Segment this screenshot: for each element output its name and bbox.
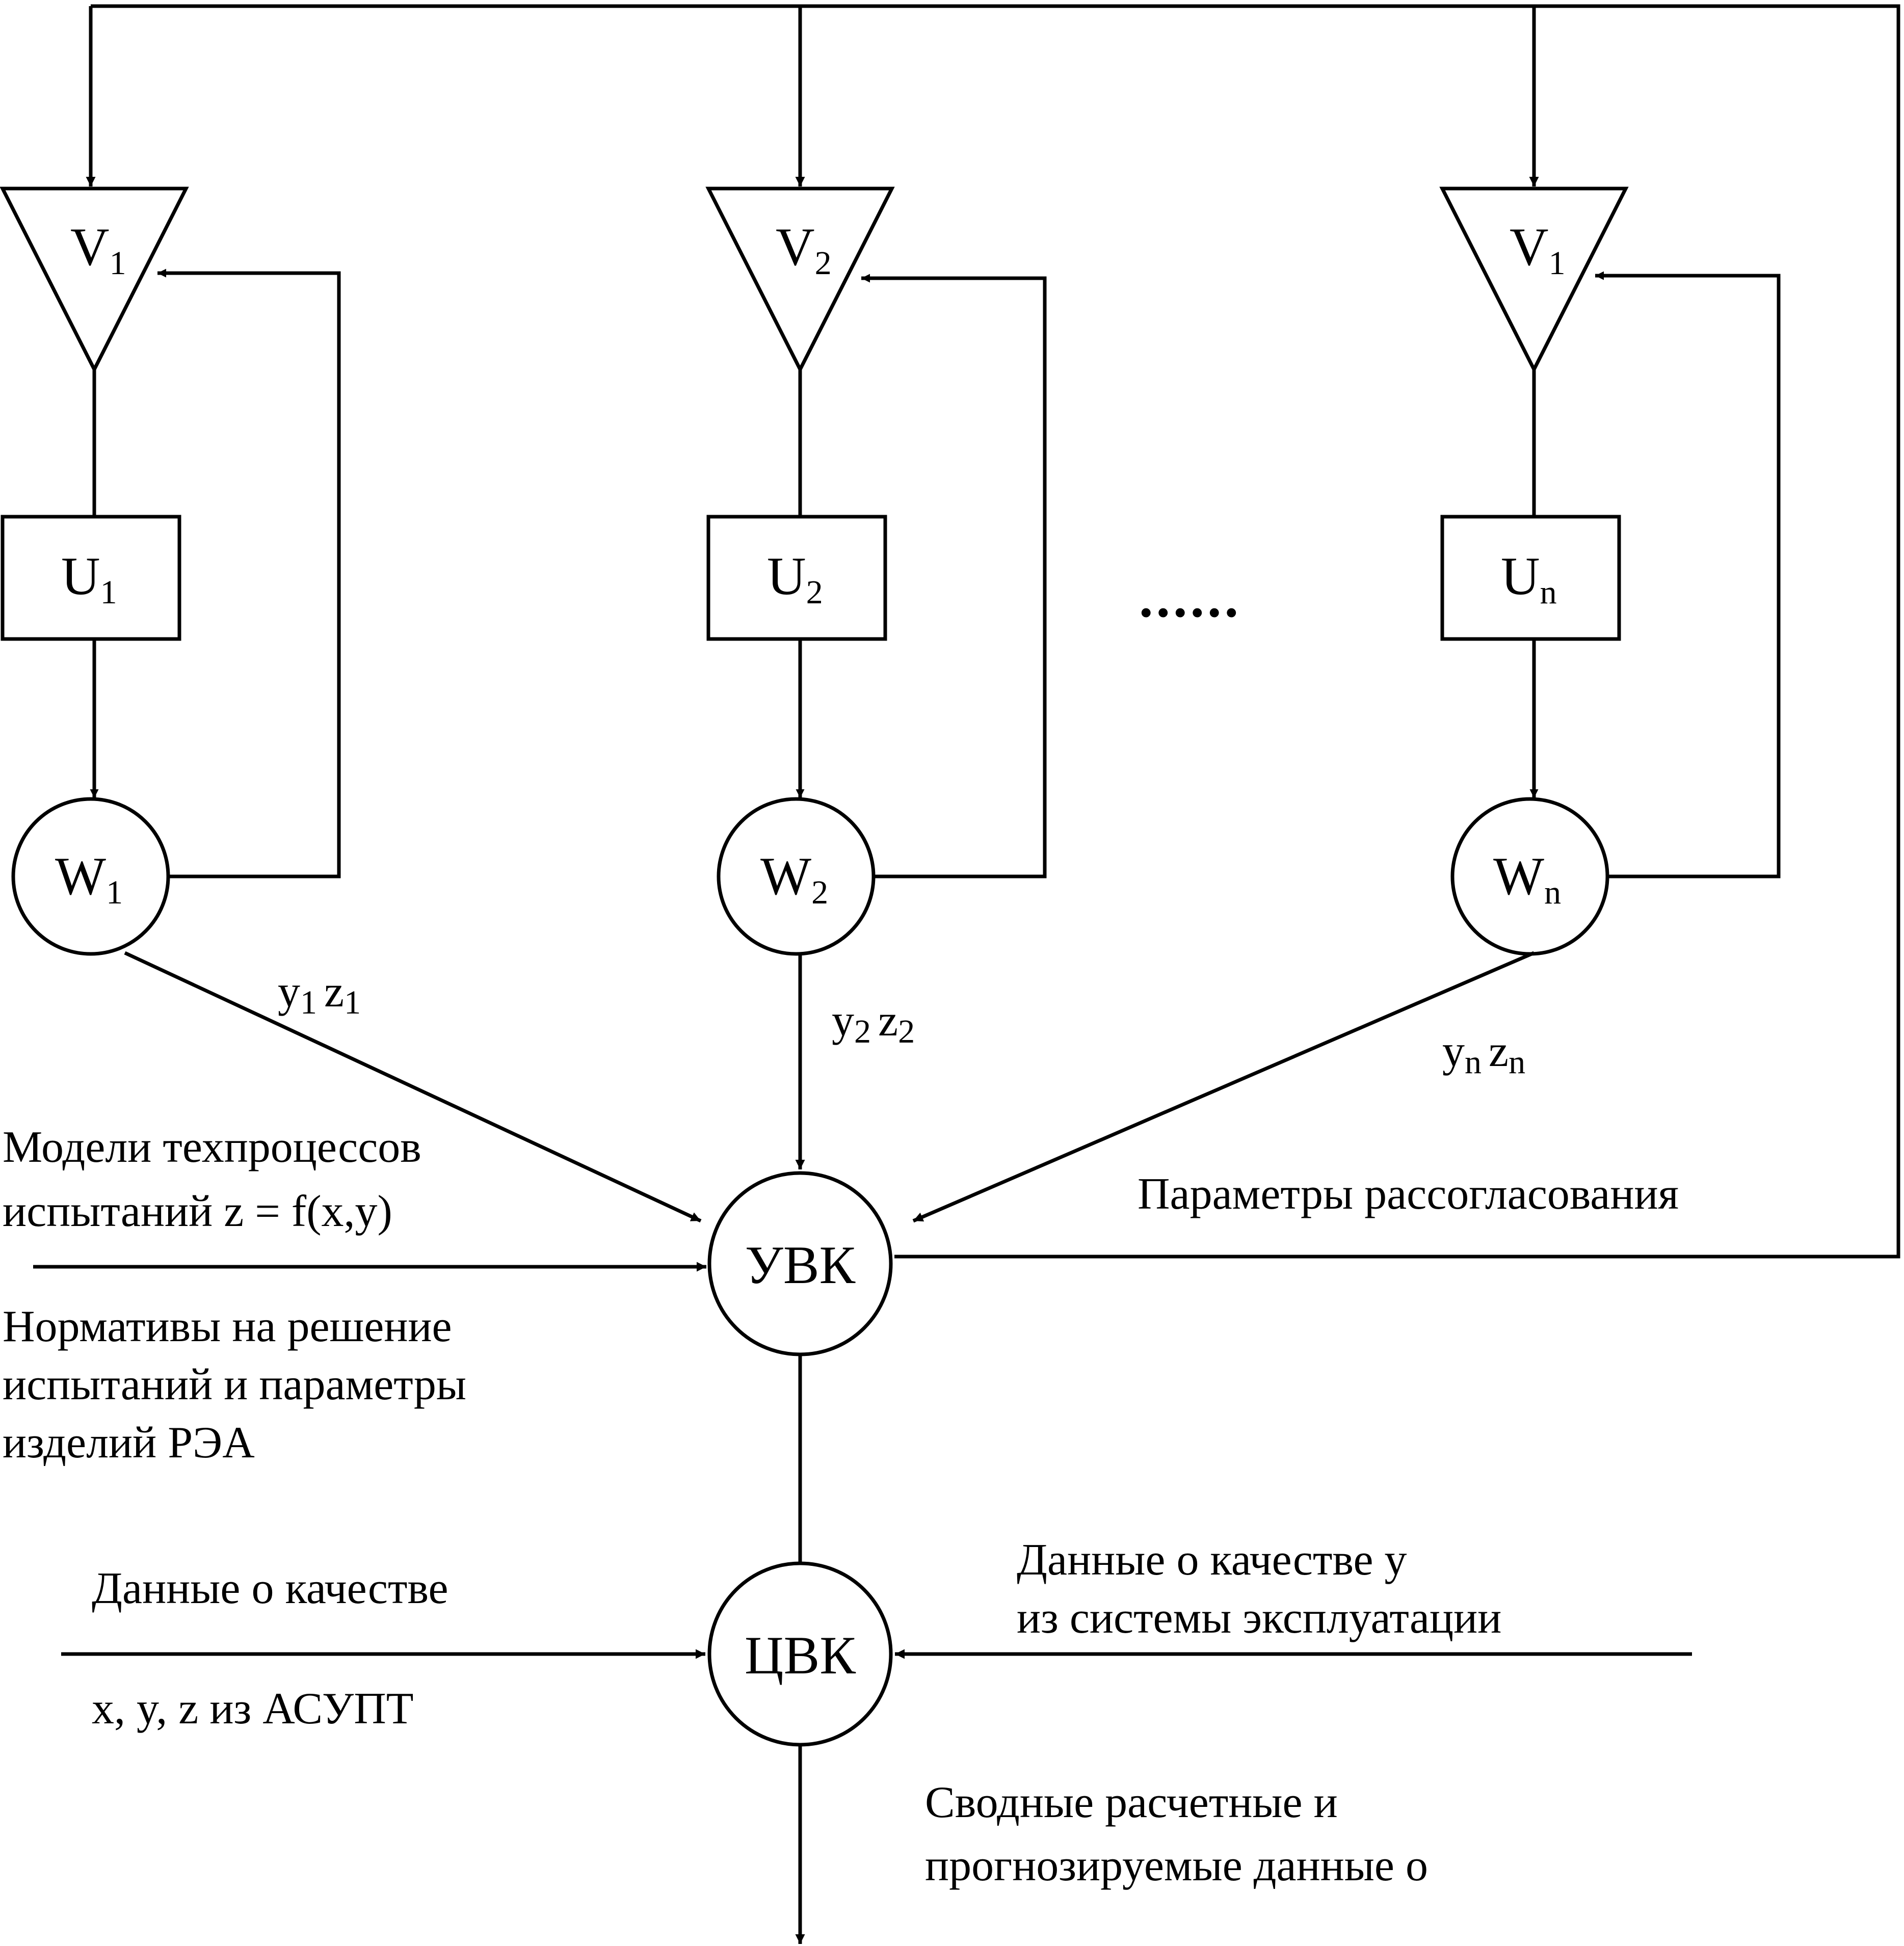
v1-triangle <box>0 186 189 374</box>
v1-label: V1 <box>70 217 126 282</box>
cvk-label: ЦВК <box>745 1625 856 1685</box>
quality-right-label-line2: из системы эксплуатации <box>1017 1593 1501 1643</box>
w1-label: W1 <box>55 846 123 911</box>
quality-left-top-label: Данные о качестве <box>92 1564 448 1613</box>
models-label: Модели техпроцессов <box>3 1123 421 1172</box>
vn-triangle <box>1439 186 1629 374</box>
norms-label-line2: испытаний и параметры <box>3 1360 466 1409</box>
chain-ellipsis: ...... <box>1139 567 1241 629</box>
un-box <box>1440 515 1621 641</box>
summary-label: Сводные расчетные и <box>925 1778 1338 1827</box>
uvk-label: УВК <box>745 1235 856 1295</box>
summary-label-line2: прогнозируемые данные о <box>925 1841 1428 1890</box>
u2-label: U2 <box>767 546 823 611</box>
un-label: Un <box>1501 546 1557 611</box>
w2-label: W2 <box>760 846 828 911</box>
w1-to-uvk-arrow <box>124 951 702 1223</box>
v2-label: V2 <box>776 217 832 282</box>
u1-box <box>1 515 181 641</box>
wn-label: Wn <box>1493 846 1561 911</box>
norms-label-line3: изделий РЭА <box>3 1418 255 1468</box>
wn-feedback-arrow <box>1595 271 1781 878</box>
norms-label: Нормативы на решение <box>3 1302 452 1351</box>
v2-triangle <box>705 186 895 374</box>
u2-box <box>706 515 887 641</box>
wn-to-uvk-arrow <box>912 951 1535 1223</box>
vn-label: V1 <box>1510 217 1566 282</box>
u1-label: U1 <box>61 546 117 611</box>
quality-right-label: Данные о качестве y <box>1017 1535 1407 1585</box>
mismatch-label: Параметры рассогласования <box>1138 1169 1679 1219</box>
models-label-line2: испытаний z = f(x,y) <box>3 1187 392 1236</box>
mismatch-feedback-line <box>91 4 1900 1259</box>
w1-feedback-arrow <box>157 269 341 878</box>
w2-feedback-arrow <box>861 274 1047 878</box>
quality-left-bottom-label: x, y, z из АСУПТ <box>92 1684 414 1734</box>
